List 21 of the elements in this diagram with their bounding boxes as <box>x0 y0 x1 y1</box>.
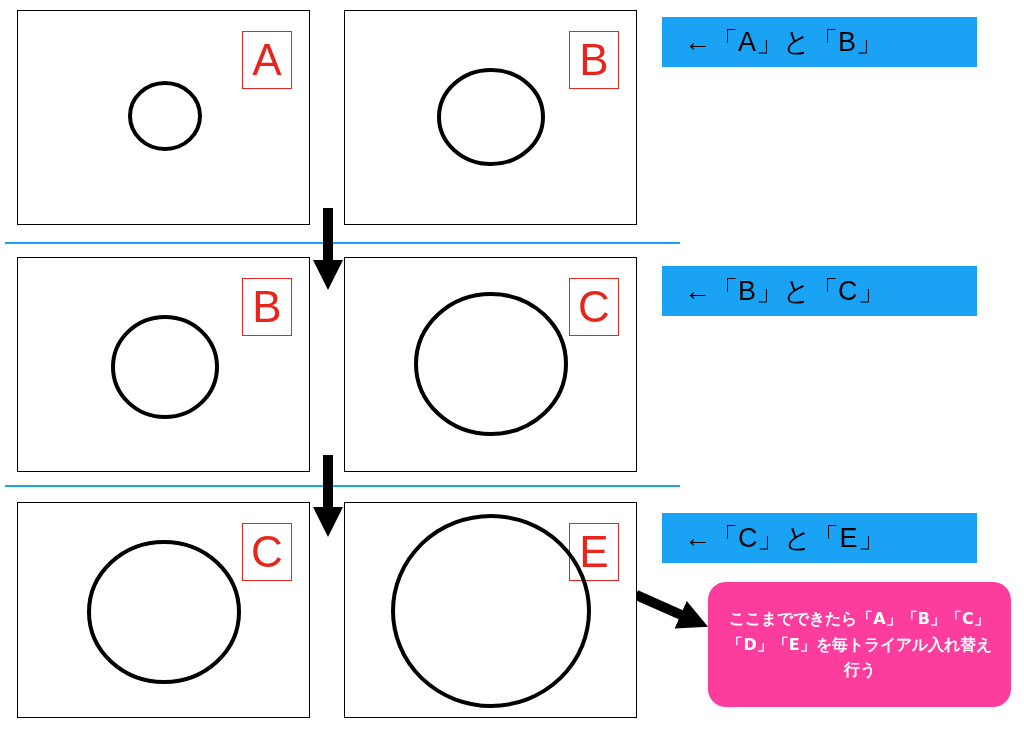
picture-panel <box>344 502 637 718</box>
condition-label: E <box>569 523 619 581</box>
circle-shape <box>439 70 543 164</box>
condition-label: C <box>569 278 619 336</box>
picture-panel <box>344 257 637 472</box>
picture-panel <box>17 257 310 472</box>
comparison-label: ←「A」と「B」 <box>662 17 977 67</box>
circle-shape <box>113 317 217 417</box>
circle-shape <box>416 294 566 434</box>
comparison-label: ←「B」と「C」 <box>662 266 977 316</box>
condition-label: B <box>242 278 292 336</box>
picture-panel <box>344 10 637 225</box>
circle-shape <box>130 83 200 149</box>
note-box: ここまでできたら「A」「B」「C」「D」「E」を毎トライアル入れ替え行う <box>708 582 1011 707</box>
circle-shape <box>89 542 239 682</box>
condition-label: A <box>242 31 292 89</box>
condition-label: B <box>569 31 619 89</box>
condition-label: C <box>242 523 292 581</box>
picture-panel <box>17 10 310 225</box>
comparison-label: ←「C」と「E」 <box>662 513 977 563</box>
picture-panel <box>17 502 310 718</box>
